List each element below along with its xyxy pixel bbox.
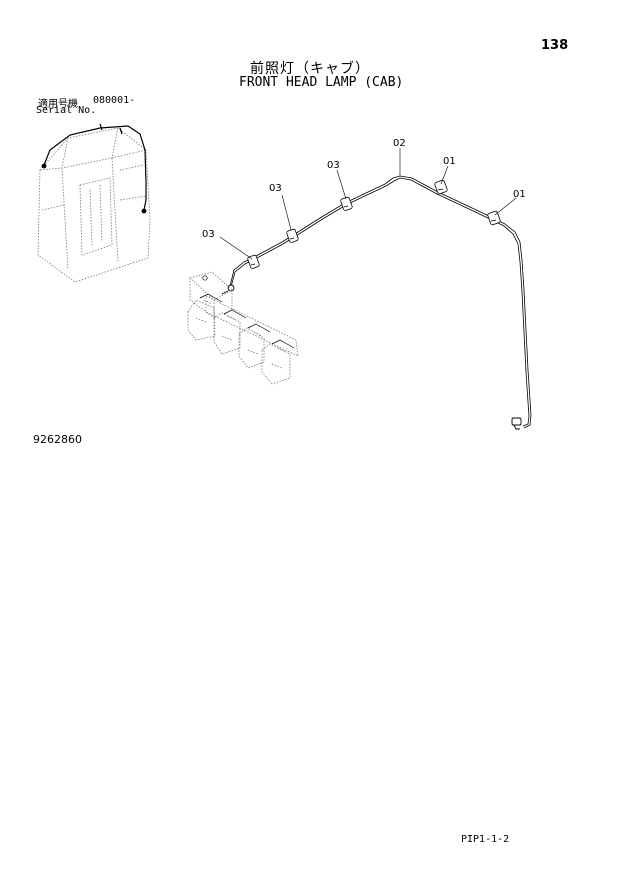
callout-label-03-b: 03 xyxy=(269,183,282,194)
harness-connectors xyxy=(221,284,522,430)
headlamp-assembly-illustration xyxy=(187,271,299,385)
drawing-number: 9262860 xyxy=(33,433,82,446)
headlamp-assembly-details xyxy=(199,275,295,349)
serial-number-value: 080001- xyxy=(93,95,136,106)
callout-label-01-b: 01 xyxy=(513,189,526,200)
harness-clips xyxy=(247,179,501,269)
callout-label-01-a: 01 xyxy=(443,156,456,167)
callout-leader-lines xyxy=(219,148,517,260)
page-number: 138 xyxy=(541,38,569,53)
clip-03-a xyxy=(247,254,260,269)
headlamp-harness xyxy=(229,175,532,429)
clip-03-c xyxy=(340,196,353,211)
callout-label-03-a: 03 xyxy=(327,160,340,171)
serial-label-japanese: 適用号機 xyxy=(38,99,78,110)
serial-label-english: Serial No. xyxy=(36,105,97,116)
clip-01-b xyxy=(487,210,501,226)
title-japanese: 前照灯（キャブ） xyxy=(250,61,370,77)
clip-03-b xyxy=(286,228,299,243)
callout-label-03-c: 03 xyxy=(202,229,215,240)
callout-label-02: 02 xyxy=(393,138,406,149)
cab-overview-illustration xyxy=(37,127,151,283)
page-reference: PIP1-1-2 xyxy=(461,834,510,845)
clip-01-a xyxy=(434,179,448,195)
cab-harness-overview xyxy=(41,123,147,214)
title-english: FRONT HEAD LAMP (CAB) xyxy=(239,75,404,90)
connector-right-end xyxy=(511,417,522,430)
